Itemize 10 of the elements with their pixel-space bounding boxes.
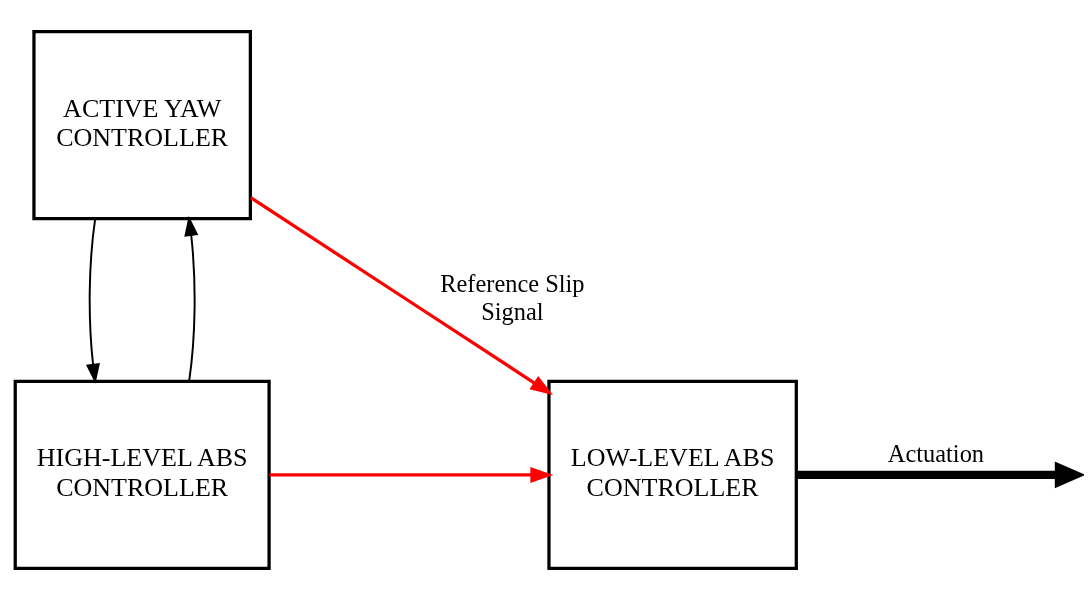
- node-box: ACTIVE YAW CONTROLLER: [32, 29, 252, 221]
- node-box: LOW-LEVEL ABS CONTROLLER: [547, 379, 798, 571]
- arrow: [184, 215, 199, 382]
- edge-label: Reference Slip Signal: [440, 269, 585, 325]
- arrow: [796, 461, 1084, 489]
- arrow: [269, 466, 554, 483]
- edge-label: Actuation: [887, 439, 985, 467]
- arrow: [249, 196, 553, 396]
- node-box: HIGH-LEVEL ABS CONTROLLER: [13, 379, 271, 571]
- arrow: [85, 217, 100, 384]
